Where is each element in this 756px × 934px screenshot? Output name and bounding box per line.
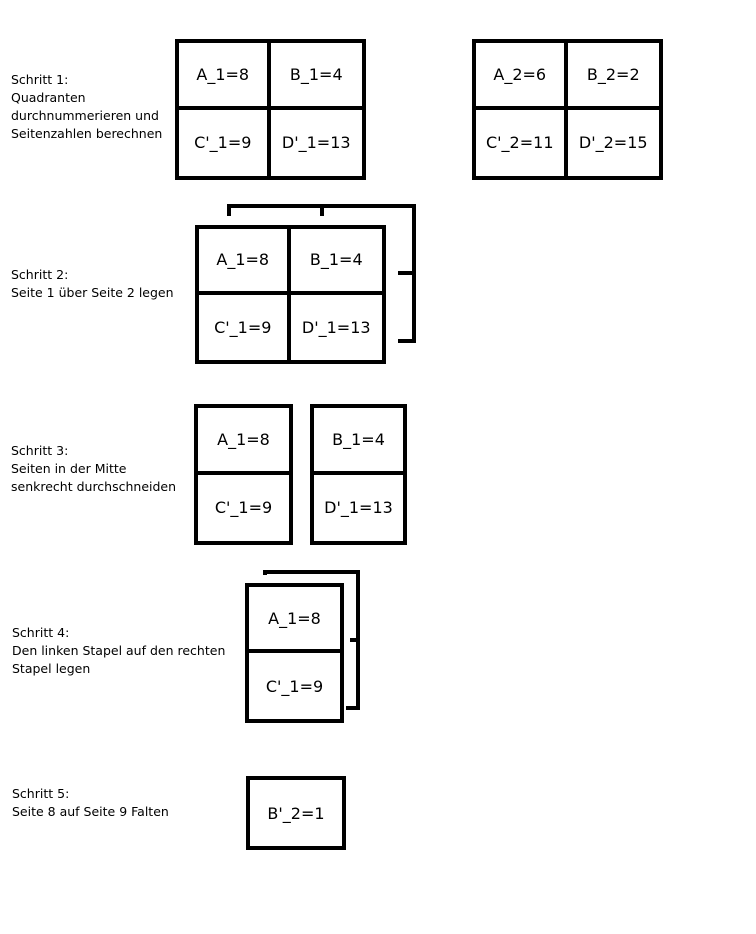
step4-label: Schritt 4: Den linken Stapel auf den rec… — [12, 625, 226, 676]
quadrant-c: C'_1=9 — [214, 498, 273, 518]
quadrant-d: D'_1=13 — [324, 498, 393, 518]
quadrant-b: B_1=4 — [270, 43, 362, 110]
step1-page2: A_2=6 B_2=2 C'_2=11 D'_2=15 — [472, 39, 663, 180]
step3-left-half: A_1=8 C'_1=9 — [194, 404, 293, 545]
step1-page1: A_1=8 B_1=4 C'_1=9 D'_1=13 — [175, 39, 366, 180]
quadrant-a: A_1=8 — [179, 43, 271, 110]
quadrant-a: A_1=8 — [249, 587, 340, 653]
step2-label: Schritt 2: Seite 1 über Seite 2 legen — [11, 267, 174, 300]
quadrant-c: C'_1=9 — [199, 294, 291, 360]
step1-label: Schritt 1: Quadranten durchnummerieren u… — [11, 72, 163, 141]
quadrant-a: A_2=6 — [476, 43, 568, 110]
quadrant-b: B_1=4 — [290, 229, 382, 295]
quadrant-b: B_2=2 — [567, 43, 659, 110]
quadrant-b-back: B'_2=1 — [267, 803, 325, 823]
quadrant-a: A_1=8 — [199, 229, 291, 295]
quadrant-c: C'_1=9 — [265, 676, 324, 696]
quadrant-c: C'_1=9 — [179, 109, 271, 176]
quadrant-c: C'_2=11 — [476, 109, 568, 176]
step5-folded-page: B'_2=1 — [246, 776, 346, 850]
quadrant-d: D'_2=15 — [578, 133, 648, 153]
quadrant-b: B_1=4 — [314, 408, 403, 475]
quadrant-a: A_1=8 — [198, 408, 289, 475]
quadrant-d: D'_1=13 — [301, 317, 371, 337]
step2-page: A_1=8 B_1=4 C'_1=9 D'_1=13 — [195, 225, 386, 364]
step3-right-half: B_1=4 D'_1=13 — [310, 404, 407, 545]
step3-label: Schritt 3: Seiten in der Mitte senkrecht… — [11, 443, 177, 494]
quadrant-d: D'_1=13 — [281, 133, 351, 153]
step4-stack: A_1=8 C'_1=9 — [245, 583, 344, 723]
step5-label: Schritt 5: Seite 8 auf Seite 9 Falten — [12, 786, 169, 819]
